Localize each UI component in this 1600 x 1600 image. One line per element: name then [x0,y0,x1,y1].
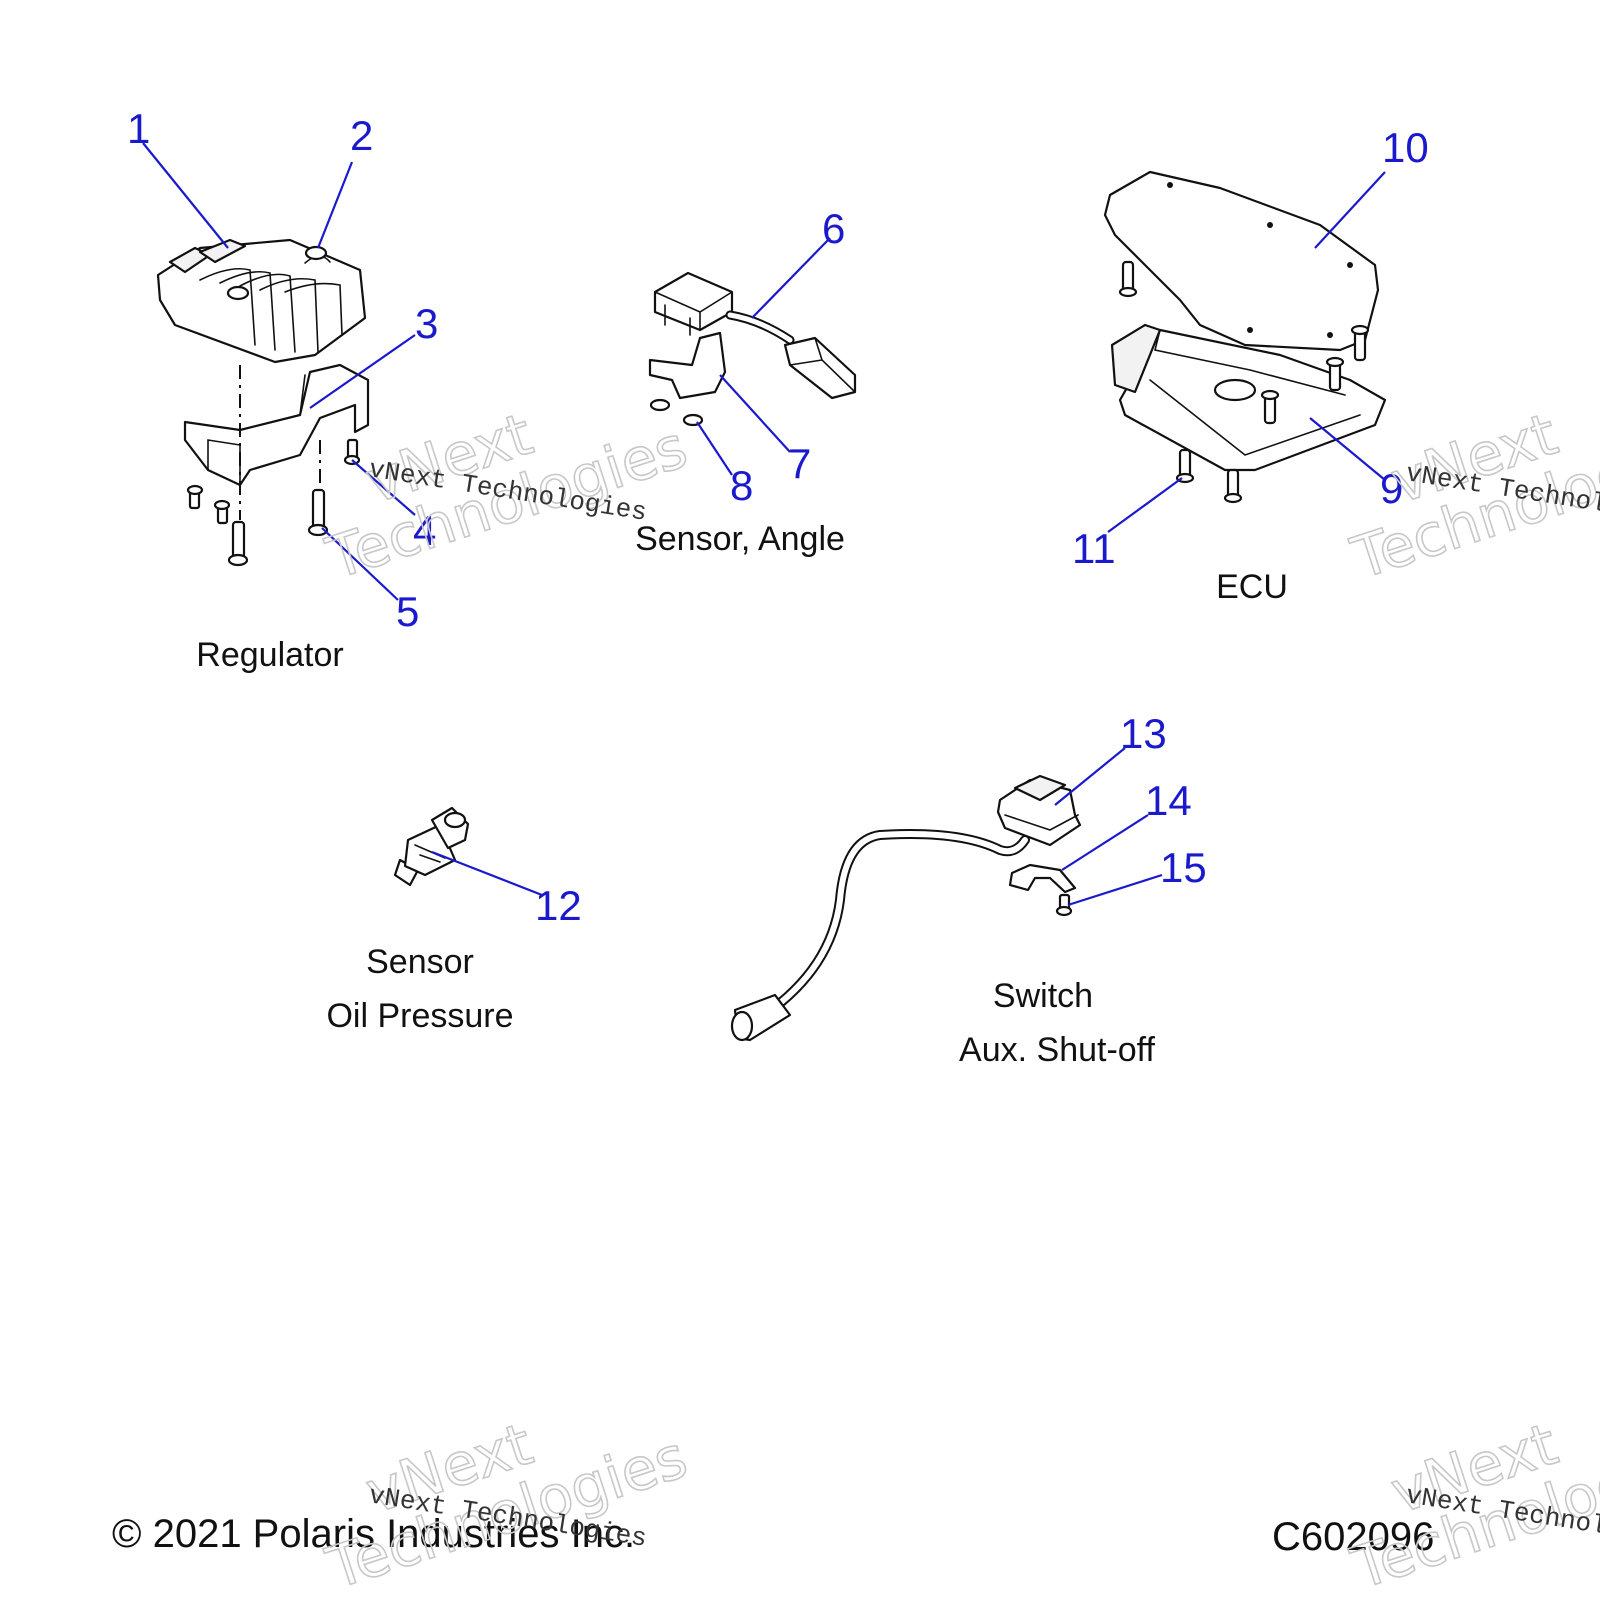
oil-pressure-sensor-part [393,806,470,887]
ecu-cover [1103,170,1380,352]
caption-switch-line1: Switch [993,977,1093,1015]
aux-shutoff-switch-part [730,774,1082,1042]
angle-sensor-assembly [648,271,857,427]
diagram-code: C602096 [1272,1515,1434,1559]
angle-sensor-bracket [648,331,727,400]
callout-11: 11 [1072,525,1116,572]
caption-switch-line2: Aux. Shut-off [959,1031,1155,1069]
regulator-screws [186,438,361,567]
regulator-bracket [183,363,370,487]
callout-10: 10 [1382,124,1429,171]
ecu-module [1118,328,1387,472]
ecu-studs [1118,260,1370,504]
callout-3: 3 [415,300,438,347]
caption-ecu: ECU [1216,568,1288,606]
callout-14: 14 [1145,777,1192,824]
caption-angle-sensor: Sensor, Angle [635,520,845,558]
angle-sensor-connector [783,336,857,400]
callout-2: 2 [350,112,373,159]
callout-12: 12 [535,882,582,929]
caption-oil-sensor-line1: Sensor [366,943,474,981]
angle-sensor-body [653,271,734,332]
caption-oil-sensor-line2: Oil Pressure [326,997,513,1035]
regulator-assembly [156,238,370,567]
group-captions: Regulator Sensor, Angle ECU Sensor Oil P… [196,520,1288,1069]
callout-15: 15 [1160,844,1207,891]
watermark-overlay: vNext Technologies vNext Technologies vN… [318,399,1600,1600]
callout-numbers: 1 2 3 4 5 6 7 8 9 10 11 12 13 14 15 [127,105,1429,929]
callout-4: 4 [413,507,436,554]
regulator-body [156,238,367,364]
callout-7: 7 [788,440,811,487]
copyright-notice: © 2021 Polaris Industries Inc. [112,1512,635,1556]
callout-8: 8 [730,462,753,509]
callout-5: 5 [396,588,419,635]
callout-1: 1 [127,105,150,152]
callout-13: 13 [1120,710,1167,757]
leader-lines [142,142,1386,907]
caption-regulator: Regulator [196,636,343,674]
ecu-assembly [1103,170,1387,504]
callout-6: 6 [822,205,845,252]
callout-9: 9 [1380,465,1403,512]
